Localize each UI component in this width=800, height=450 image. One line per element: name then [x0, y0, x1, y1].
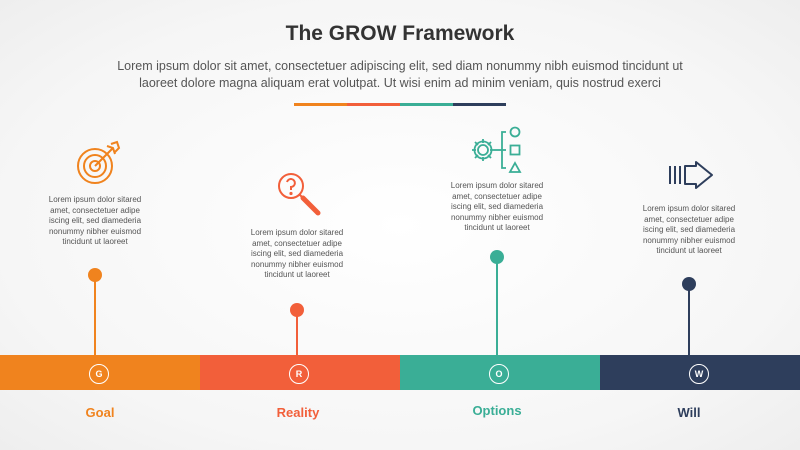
reality-band: R	[200, 355, 400, 390]
reality-letter-circle: R	[289, 364, 309, 384]
options-desc-line: nonummy nibher euismod	[450, 212, 544, 222]
title-rule-will	[453, 103, 506, 106]
reality-desc-line: iscing elit, sed diamederia	[250, 249, 344, 258]
options-desc-line: amet, consectetuer adipe	[452, 191, 542, 201]
reality-desc-line: amet, consectetuer adipe	[252, 238, 342, 248]
goal-desc-line: Lorem ipsum dolor sitared	[48, 195, 142, 204]
options-desc-line: tincidunt ut laoreet	[464, 223, 530, 232]
will-dot	[682, 277, 696, 291]
will-desc-line: iscing elit, sed diamederia	[642, 225, 736, 234]
options-desc-line: Lorem ipsum dolor sitared	[450, 181, 544, 190]
gear-shapes-icon	[472, 126, 522, 173]
goal-band: G	[0, 355, 200, 390]
will-desc-line: nonummy nibher euismod	[642, 235, 736, 245]
subtitle-line-1: Lorem ipsum dolor sit amet, consectetuer…	[117, 59, 683, 73]
reality-label: Reality	[276, 405, 320, 420]
title-rule-reality	[347, 103, 400, 106]
options-letter-circle: O	[489, 364, 509, 384]
will-label: Will	[677, 405, 701, 420]
will-desc-line: tincidunt ut laoreet	[656, 246, 722, 255]
options-desc-line: iscing elit, sed diamederia	[450, 202, 544, 211]
options-label: Options	[472, 403, 522, 418]
will-description: Lorem ipsum dolor sitared amet, consecte…	[624, 204, 754, 257]
will-stem	[688, 290, 690, 355]
goal-desc-line: nonummy nibher euismod	[48, 226, 142, 236]
options-description: Lorem ipsum dolor sitared amet, consecte…	[432, 181, 562, 234]
options-dot	[490, 250, 504, 264]
reality-desc-line: tincidunt ut laoreet	[264, 270, 330, 279]
goal-desc-line: amet, consectetuer adipe	[50, 205, 140, 215]
reality-desc-line: Lorem ipsum dolor sitared	[250, 228, 344, 237]
goal-dot	[88, 268, 102, 282]
title-rule-options	[400, 103, 453, 106]
title-rule-goal	[294, 103, 347, 106]
page-subtitle: Lorem ipsum dolor sit amet, consectetuer…	[50, 58, 750, 92]
goal-stem	[94, 275, 96, 355]
subtitle-line-2: laoreet dolore magna aliquam erat volutp…	[139, 76, 661, 90]
will-desc-line: Lorem ipsum dolor sitared	[642, 204, 736, 213]
reality-desc-line: nonummy nibher euismod	[250, 259, 344, 269]
options-band: O	[400, 355, 600, 390]
reality-stem	[296, 310, 298, 355]
goal-desc-line: iscing elit, sed diamederia	[48, 216, 142, 225]
goal-letter-circle: G	[89, 364, 109, 384]
magnifier-question-icon	[278, 173, 321, 216]
will-desc-line: amet, consectetuer adipe	[644, 214, 734, 224]
reality-dot	[290, 303, 304, 317]
page-title: The GROW Framework	[285, 22, 515, 45]
will-band: W	[600, 355, 800, 390]
will-letter-circle: W	[689, 364, 709, 384]
options-stem	[496, 262, 498, 355]
goal-description: Lorem ipsum dolor sitared amet, consecte…	[30, 195, 160, 248]
target-icon	[77, 140, 121, 184]
reality-description: Lorem ipsum dolor sitared amet, consecte…	[232, 228, 362, 281]
arrow-right-icon	[669, 161, 713, 189]
goal-label: Goal	[85, 405, 115, 420]
goal-desc-line: tincidunt ut laoreet	[62, 237, 128, 246]
